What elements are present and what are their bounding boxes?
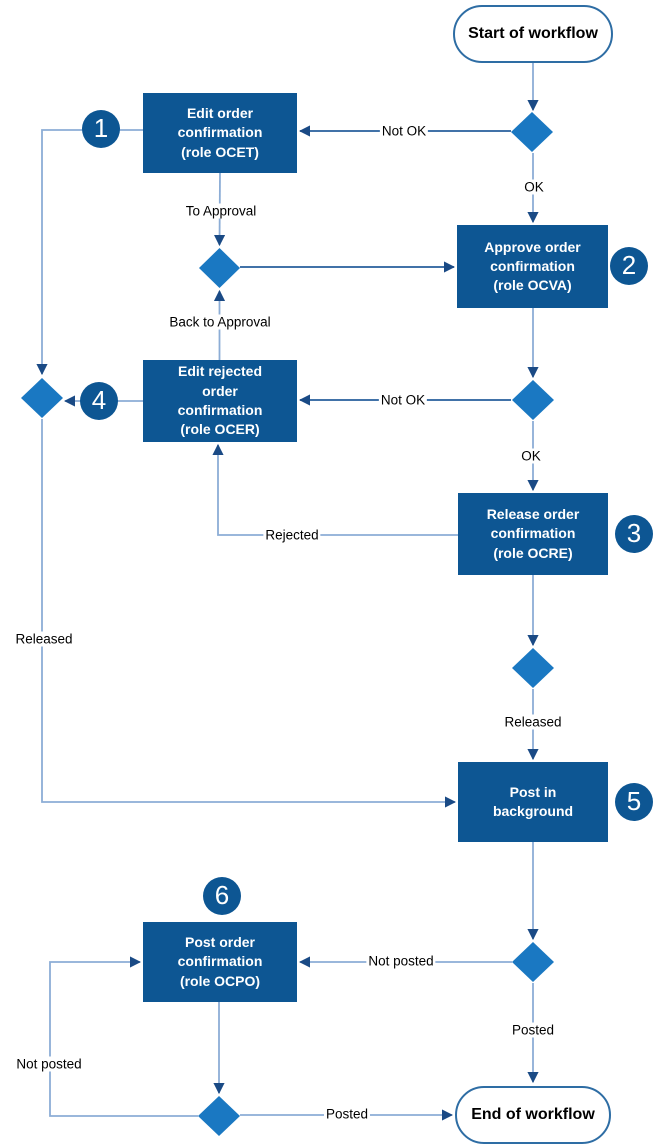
edge-label-posted-bottom: Posted <box>323 1106 371 1122</box>
edge-label-back-to-approval: Back to Approval <box>167 314 273 330</box>
end-node: End of workflow <box>455 1086 611 1144</box>
edge-label-not-ok-top: Not OK <box>379 123 429 139</box>
task-label: Approve order confirmation (role OCVA) <box>484 238 581 294</box>
edge-label-ok-mid: OK <box>519 448 543 464</box>
edge-label-not-posted-right: Not posted <box>366 953 436 969</box>
edge-decision5-notposted-loop-to-post-order <box>49 956 198 1117</box>
edge-label-rejected: Rejected <box>263 527 321 543</box>
step-number-4: 4 <box>80 382 118 420</box>
task-label: Post order confirmation (role OCPO) <box>177 934 263 989</box>
edge-merge-released-to-post-background <box>41 419 457 808</box>
edge-label-released-left: Released <box>13 631 75 647</box>
task-post-in-background: Post in background <box>458 762 608 842</box>
task-label: Edit order confirmation (role OCET) <box>177 105 263 160</box>
edge-edit-order-to-merge-diamond <box>36 129 143 376</box>
step-number-2: 2 <box>610 247 648 285</box>
edge-label-released-mid: Released <box>502 714 564 730</box>
end-label: End of workflow <box>471 1106 595 1123</box>
decision-diamond-after-post-order <box>198 1096 240 1136</box>
decision-diamond-after-release <box>512 648 554 688</box>
decision-diamond-to-approval <box>199 248 240 288</box>
step-number-5: 5 <box>615 783 653 821</box>
start-node: Start of workflow <box>453 5 613 63</box>
task-label: Edit rejected order confirmation (role O… <box>177 363 263 438</box>
edge-release-rejected-to-edit-rejected <box>212 443 458 536</box>
edge-label-posted-right: Posted <box>509 1022 557 1038</box>
start-label: Start of workflow <box>468 25 598 42</box>
task-edit-order-confirmation: Edit order confirmation (role OCET) <box>143 93 297 173</box>
task-label: Release order confirmation (role OCRE) <box>486 506 580 561</box>
decision-diamond-after-start <box>511 112 553 152</box>
edge-label-not-posted-left: Not posted <box>14 1056 84 1072</box>
task-edit-rejected-order-confirmation: Edit rejected order confirmation (role O… <box>143 360 297 442</box>
decision-diamond-release-merge <box>21 378 63 418</box>
step-number-6: 6 <box>203 877 241 915</box>
task-release-order-confirmation: Release order confirmation (role OCRE) <box>458 493 608 575</box>
task-approve-order-confirmation: Approve order confirmation (role OCVA) <box>457 225 608 308</box>
decision-diamond-after-post-background <box>512 942 554 982</box>
edge-label-ok-top: OK <box>522 179 546 195</box>
step-number-1: 1 <box>82 110 120 148</box>
edge-label-not-ok-mid: Not OK <box>378 392 428 408</box>
task-label: Post in background <box>492 783 574 819</box>
decision-diamond-after-approve <box>512 380 554 420</box>
step-number-3: 3 <box>615 515 653 553</box>
task-post-order-confirmation: Post order confirmation (role OCPO) <box>143 922 297 1002</box>
edge-label-to-approval: To Approval <box>183 203 259 219</box>
